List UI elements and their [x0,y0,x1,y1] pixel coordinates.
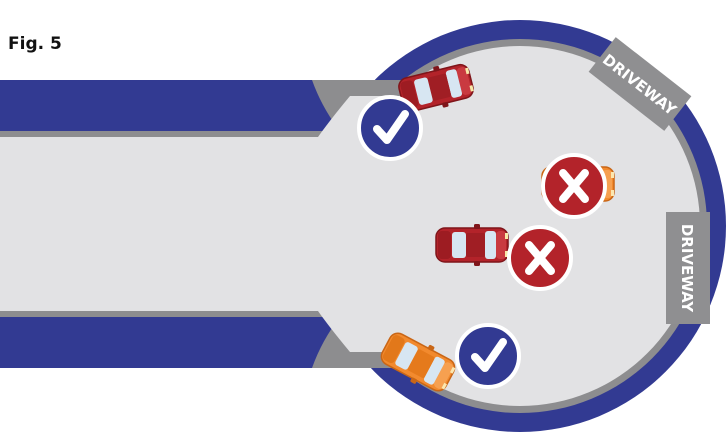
check-badge [455,323,521,389]
pavement [0,46,700,406]
cross-icon [525,241,555,275]
cross-icon [559,169,589,203]
driveway-label: DRIVEWAY [678,224,696,313]
check-badge [357,95,423,161]
cross-badge [507,225,573,291]
check-icon [373,110,409,144]
driveway-sign-right: DRIVEWAY [666,212,710,324]
figure-label: Fig. 5 [8,34,62,54]
check-icon [471,338,507,372]
cross-badge [541,153,607,219]
car-red-middle [435,223,509,267]
